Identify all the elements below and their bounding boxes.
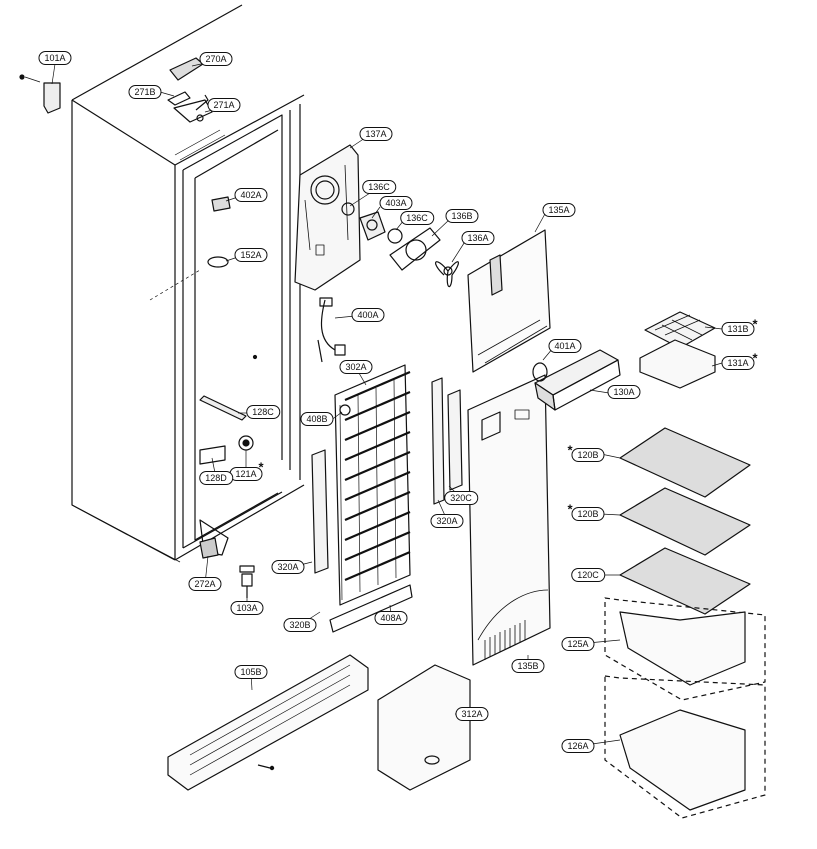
part-label-120c: 120C bbox=[571, 568, 605, 582]
part-label-320a-2: 320A bbox=[271, 560, 305, 574]
part-label-320c: 320C bbox=[444, 491, 478, 505]
part-label-302a: 302A bbox=[339, 360, 373, 374]
part-label-320b: 320B bbox=[283, 618, 317, 632]
part-label-402a: 402A bbox=[234, 188, 268, 202]
top-hinge-parts bbox=[19, 57, 213, 123]
part-label-125a: 125A bbox=[561, 637, 595, 651]
part-label-135b: 135B bbox=[511, 659, 545, 673]
crisper-drawers bbox=[604, 597, 766, 819]
part-label-137a: 137A bbox=[359, 127, 393, 141]
bottom-hinge bbox=[199, 537, 255, 598]
asterisk-131a: * bbox=[752, 350, 758, 366]
part-label-128d: 128D bbox=[199, 471, 233, 485]
part-label-270a: 270A bbox=[199, 52, 233, 66]
part-label-136b: 136B bbox=[445, 209, 479, 223]
part-label-271b: 271B bbox=[128, 85, 162, 99]
leader-lines bbox=[51, 61, 723, 747]
asterisk-121a: * bbox=[258, 459, 264, 475]
asterisk-131b: * bbox=[752, 316, 758, 332]
asterisk-120b-2: * bbox=[567, 501, 573, 517]
evaporator-coil bbox=[329, 364, 413, 633]
part-label-400a: 400A bbox=[351, 308, 385, 322]
part-label-320a-1: 320A bbox=[430, 514, 464, 528]
part-label-126a: 126A bbox=[561, 739, 595, 753]
part-label-403a: 403A bbox=[379, 196, 413, 210]
ice-tray bbox=[639, 311, 716, 389]
side-insulators bbox=[311, 377, 463, 574]
part-label-101a: 101A bbox=[38, 51, 72, 65]
glass-shelves bbox=[619, 427, 751, 615]
part-label-120b-1: 120B bbox=[571, 448, 605, 462]
part-label-120b-2: 120B bbox=[571, 507, 605, 521]
part-label-130a: 130A bbox=[607, 385, 641, 399]
part-label-131a: 131A bbox=[721, 356, 755, 370]
part-label-135a: 135A bbox=[542, 203, 576, 217]
part-label-271a: 271A bbox=[207, 98, 241, 112]
part-label-136c-2: 136C bbox=[400, 211, 434, 225]
fan-shroud bbox=[294, 144, 361, 291]
part-label-408a: 408A bbox=[374, 611, 408, 625]
part-label-152a: 152A bbox=[234, 248, 268, 262]
part-label-131b: 131B bbox=[721, 322, 755, 336]
back-panel bbox=[467, 374, 551, 666]
part-label-105b: 105B bbox=[234, 665, 268, 679]
part-label-103a: 103A bbox=[230, 601, 264, 615]
wire-harness bbox=[317, 297, 346, 363]
part-label-136a: 136A bbox=[461, 231, 495, 245]
evaporator-cover bbox=[467, 229, 551, 373]
part-label-128c: 128C bbox=[246, 405, 280, 419]
asterisk-120b-1: * bbox=[567, 442, 573, 458]
part-label-401a: 401A bbox=[548, 339, 582, 353]
drain-pan bbox=[377, 664, 471, 791]
lamp-housing bbox=[532, 349, 621, 411]
part-label-136c-1: 136C bbox=[362, 180, 396, 194]
part-label-272a: 272A bbox=[188, 577, 222, 591]
part-label-408b: 408B bbox=[300, 412, 334, 426]
fan-motor bbox=[341, 202, 459, 288]
condenser bbox=[167, 654, 369, 791]
cabinet bbox=[71, 4, 305, 563]
part-label-312a: 312A bbox=[455, 707, 489, 721]
